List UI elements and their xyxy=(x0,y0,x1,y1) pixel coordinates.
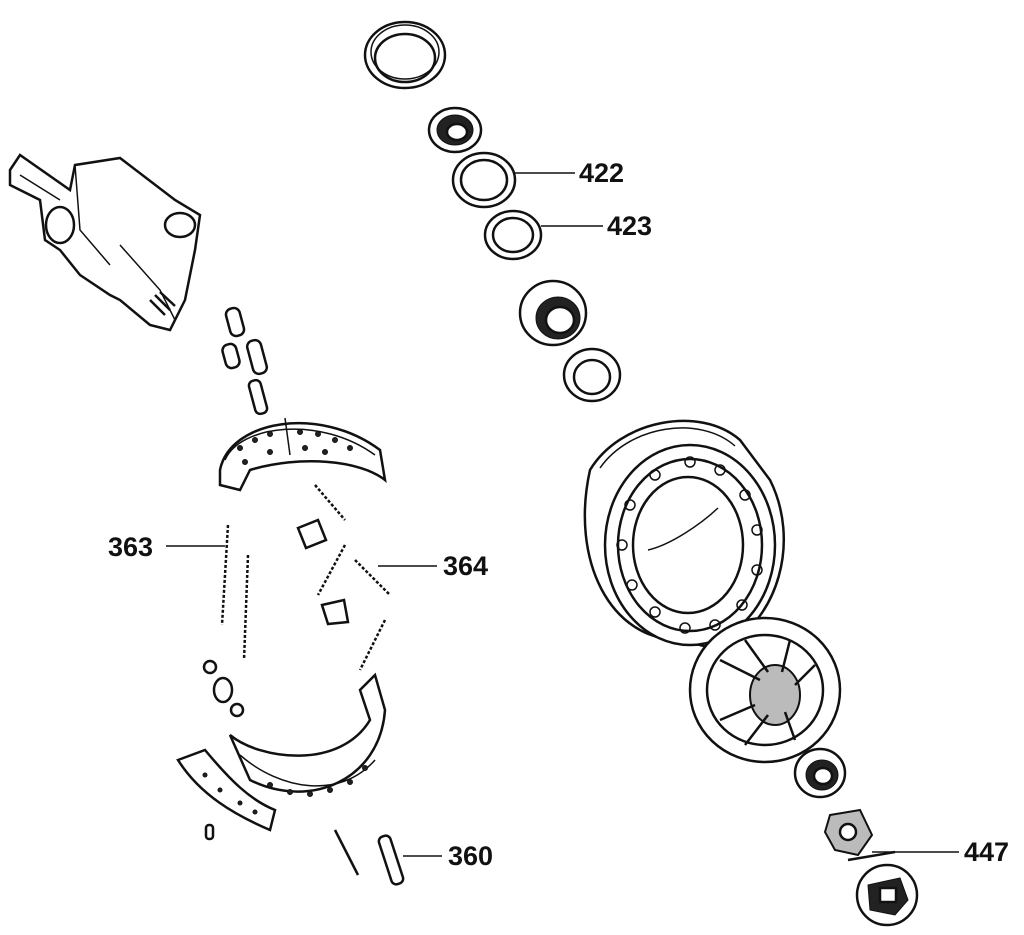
callout-447: 447 xyxy=(964,837,1010,867)
cotter-pin-447 xyxy=(847,850,896,862)
bearing-cup xyxy=(562,347,622,403)
callout-360: 360 xyxy=(448,841,494,871)
hold-down-springs-364 xyxy=(296,484,391,671)
hub-cap xyxy=(855,863,919,927)
outer-race-ring xyxy=(363,20,447,90)
callout-363: 363 xyxy=(108,532,154,562)
callout-423: 423 xyxy=(607,211,653,241)
brake-lining xyxy=(176,748,277,841)
callout-422: 422 xyxy=(579,158,625,188)
inner-bearing xyxy=(518,279,588,347)
brake-drum xyxy=(583,419,785,652)
wheel-hub xyxy=(688,616,842,764)
anchor-pins-360 xyxy=(333,829,405,886)
anchor-pins xyxy=(221,306,269,416)
ring-423 xyxy=(483,209,543,261)
axle-nut xyxy=(823,808,874,857)
seal xyxy=(427,106,483,154)
leader-lines xyxy=(166,172,959,857)
lower-brake-shoe xyxy=(202,659,387,797)
return-springs-363 xyxy=(220,524,250,661)
axle-spindle xyxy=(8,153,202,332)
drum-bolt-holes xyxy=(616,456,763,634)
ring-422 xyxy=(451,151,517,209)
outer-bearing xyxy=(793,747,847,799)
callout-364: 364 xyxy=(443,551,489,581)
upper-brake-shoe xyxy=(218,417,387,492)
